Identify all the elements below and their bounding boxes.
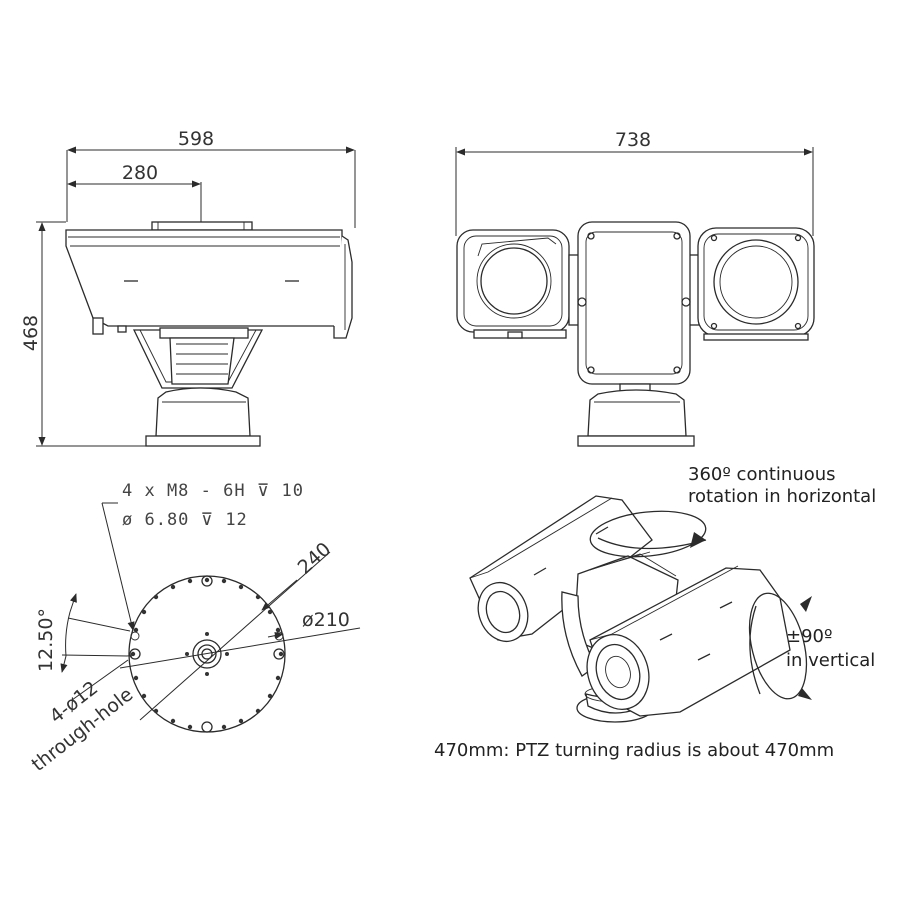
base-view: 4 x M8 - 6H ⊽ 10 ø 6.80 ⊽ 12 xyxy=(28,481,361,776)
drill-callout: ø 6.80 ⊽ 12 xyxy=(122,510,248,530)
center-hub xyxy=(185,632,229,676)
side-view: 598 280 468 xyxy=(20,128,356,447)
dim-210: ø210 xyxy=(119,609,361,669)
through-holes xyxy=(129,575,285,733)
rotation-v-line2: in vertical xyxy=(786,650,875,671)
side-housing xyxy=(65,221,353,339)
radius-note: 470mm: PTZ turning radius is about 470mm xyxy=(434,740,834,761)
dim-280: 280 xyxy=(67,162,202,222)
dim-468: 468 xyxy=(20,221,146,447)
thread-callout: 4 x M8 - 6H ⊽ 10 xyxy=(122,481,304,501)
dim-240-label: 240 xyxy=(294,538,336,579)
left-lens-housing xyxy=(456,229,570,339)
iso-vertical-ring xyxy=(748,592,812,700)
rotation-h-line2: rotation in horizontal xyxy=(688,486,876,507)
iso-left-housing xyxy=(469,495,653,643)
dim-468-label: 468 xyxy=(20,315,42,351)
dim-598: 598 xyxy=(66,128,356,228)
side-yoke xyxy=(132,327,264,389)
rotation-h-line1: 360º continuous xyxy=(688,464,836,485)
iso-horizontal-ring xyxy=(589,510,707,558)
hole-spec: 4-ø12 through-hole xyxy=(28,659,137,776)
dim-738-label: 738 xyxy=(615,129,651,151)
angle-label: 12.50° xyxy=(35,608,57,672)
dim-280-label: 280 xyxy=(122,162,158,184)
rotation-v-line1: ±90º xyxy=(786,626,832,647)
dim-angle: 12.50° xyxy=(35,593,133,673)
center-unit xyxy=(568,221,700,385)
front-base xyxy=(577,383,695,447)
iso-right-housing xyxy=(586,565,791,717)
side-base xyxy=(145,387,261,447)
dim-210-label: ø210 xyxy=(302,609,350,631)
dim-598-label: 598 xyxy=(178,128,214,150)
bolt-circle-dots xyxy=(130,577,284,730)
right-lens-housing xyxy=(697,227,815,341)
iso-view: 360º continuous rotation in horizontal xyxy=(434,464,876,761)
dim-738: 738 xyxy=(455,129,814,236)
front-view: 738 xyxy=(455,129,815,447)
